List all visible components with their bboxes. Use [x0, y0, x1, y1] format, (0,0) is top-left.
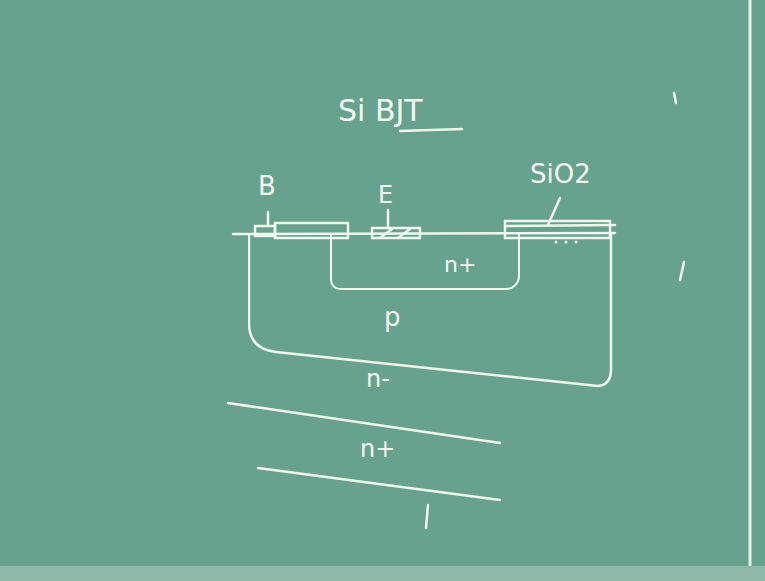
oxide-layer [505, 221, 610, 238]
region-outline [248, 233, 613, 389]
region-label: p [384, 303, 401, 332]
title: Si BJT [338, 94, 423, 127]
base-contact [255, 226, 275, 236]
chalk-lines [228, 93, 684, 528]
chalk-mark [674, 93, 676, 103]
contact-hatch [380, 229, 392, 238]
leader-line [548, 198, 560, 225]
substrate-mark [426, 505, 428, 528]
board-edge [749, 0, 752, 566]
base-region: p n+ [248, 233, 613, 389]
oxide-layer [275, 223, 348, 238]
terminal-label: E [378, 182, 393, 208]
material-label: SiO2 [530, 160, 591, 189]
base-lead [267, 212, 270, 226]
contact-hatch [398, 229, 410, 238]
region-label: n+ [444, 253, 476, 277]
layer-boundary [258, 468, 500, 500]
emitter-contact [372, 228, 420, 238]
terminal-label: B [258, 172, 276, 201]
emitter-region: n+ [330, 233, 520, 290]
oxide-edge [505, 225, 615, 226]
board-ledge [0, 566, 765, 581]
title-underline [400, 129, 462, 131]
chalk-mark [680, 262, 684, 280]
wafer-surface [233, 233, 615, 234]
charge-dots [555, 241, 578, 244]
layer-label: n- [366, 366, 390, 392]
layer-label: n+ [360, 436, 395, 462]
emitter-lead [387, 210, 390, 228]
